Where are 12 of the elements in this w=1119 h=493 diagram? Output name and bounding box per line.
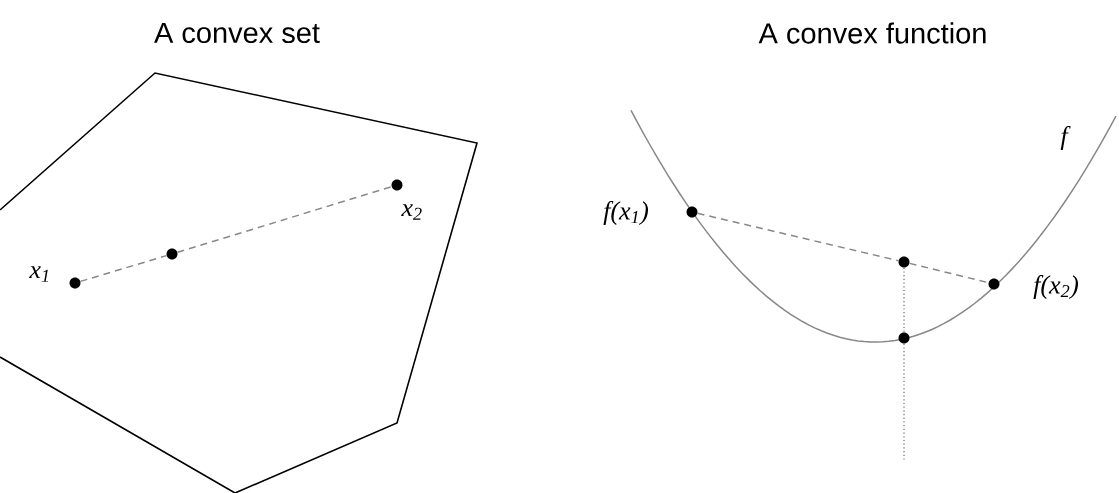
title: A convex function: [758, 22, 986, 44]
dashed-line: [176, 185, 393, 254]
dotted-line: [903, 342, 905, 461]
dashed-line: [79, 254, 168, 283]
title: A convex set: [154, 22, 320, 44]
point-label: f(x$_{1}$): [603, 201, 649, 225]
point-label: x$_{2}$: [401, 204, 422, 220]
point-label: f(x$_{2}$): [1033, 275, 1079, 299]
dashed-line: [696, 212, 900, 262]
point-label: x$_{1}$: [29, 266, 49, 282]
curve-label: f: [1060, 126, 1071, 150]
dotted-line: [903, 266, 905, 334]
